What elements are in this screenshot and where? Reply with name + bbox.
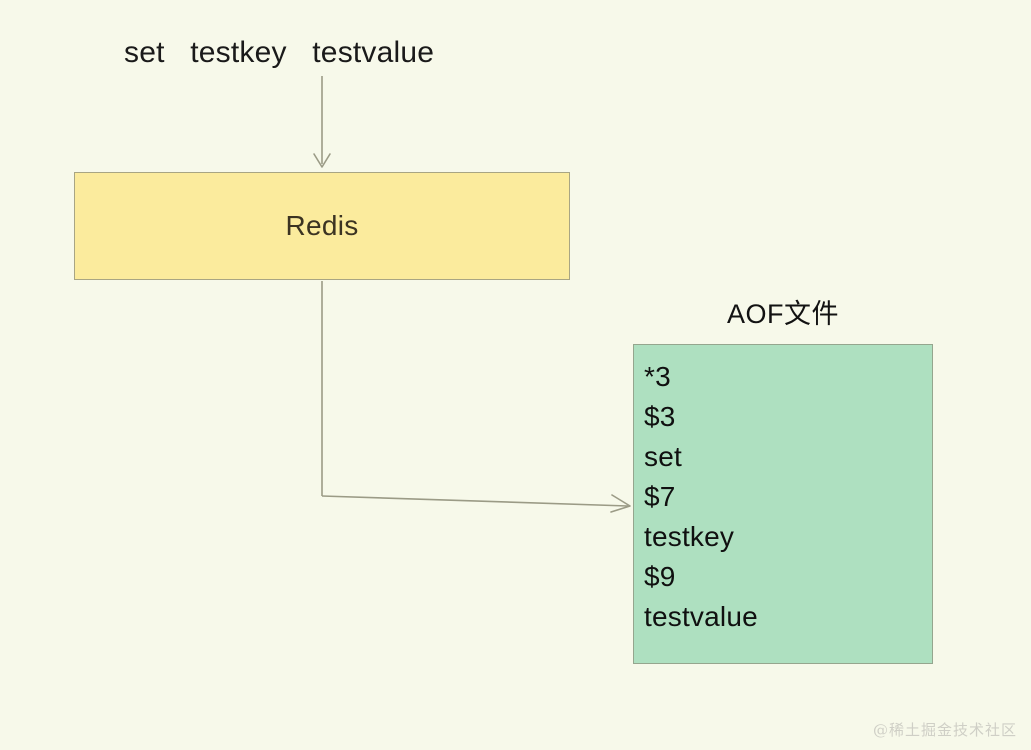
aof-line: *3 xyxy=(644,361,671,392)
node-redis[interactable]: Redis xyxy=(74,172,570,280)
aof-line: set xyxy=(644,441,682,472)
aof-line: testvalue xyxy=(644,601,758,632)
aof-line: $3 xyxy=(644,401,676,432)
aof-line: testkey xyxy=(644,521,735,552)
edge-command-to-redis xyxy=(313,76,331,168)
edge-redis-to-aof xyxy=(321,281,631,513)
aof-line: $9 xyxy=(644,561,676,592)
aof-line: $7 xyxy=(644,481,676,512)
watermark: @稀土掘金技术社区 xyxy=(872,721,1017,739)
aof-file-content: *3 $3 set $7 testkey $9 testvalue xyxy=(644,357,924,637)
node-aof-file[interactable]: *3 $3 set $7 testkey $9 testvalue xyxy=(633,344,933,664)
aof-file-title: AOF文件 xyxy=(726,299,839,329)
command-text: set testkey testvalue xyxy=(124,36,435,69)
node-redis-label: Redis xyxy=(285,210,359,241)
